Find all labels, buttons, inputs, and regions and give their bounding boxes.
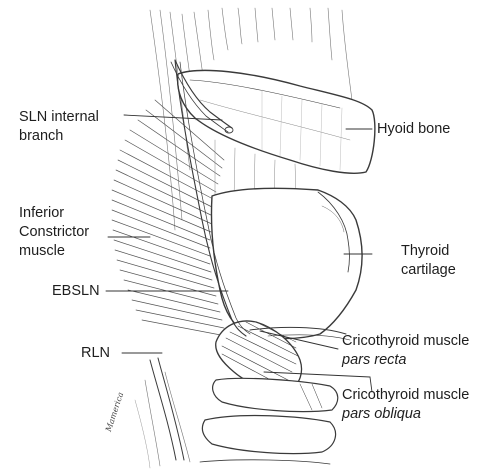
label-ebsln: EBSLN xyxy=(52,282,100,301)
hyoid-bone xyxy=(178,70,375,173)
label-inferior-constrictor-muscle: Inferior Constrictor muscle xyxy=(19,204,89,261)
label-rln: RLN xyxy=(81,344,110,363)
label-cricothyroid-pars-obliqua: Cricothyroid muscle pars obliqua xyxy=(342,386,469,424)
thyroid-cartilage xyxy=(211,188,362,338)
inferior-constrictor-fibers xyxy=(112,100,226,336)
label-thyroid-cartilage: Thyroid cartilage xyxy=(401,242,456,280)
label-hyoid-bone: Hyoid bone xyxy=(377,120,450,139)
rln-nerve xyxy=(135,358,190,468)
label-sln-internal-branch: SLN internal branch xyxy=(19,108,99,146)
label-cricothyroid-pars-recta: Cricothyroid muscle pars recta xyxy=(342,332,469,370)
